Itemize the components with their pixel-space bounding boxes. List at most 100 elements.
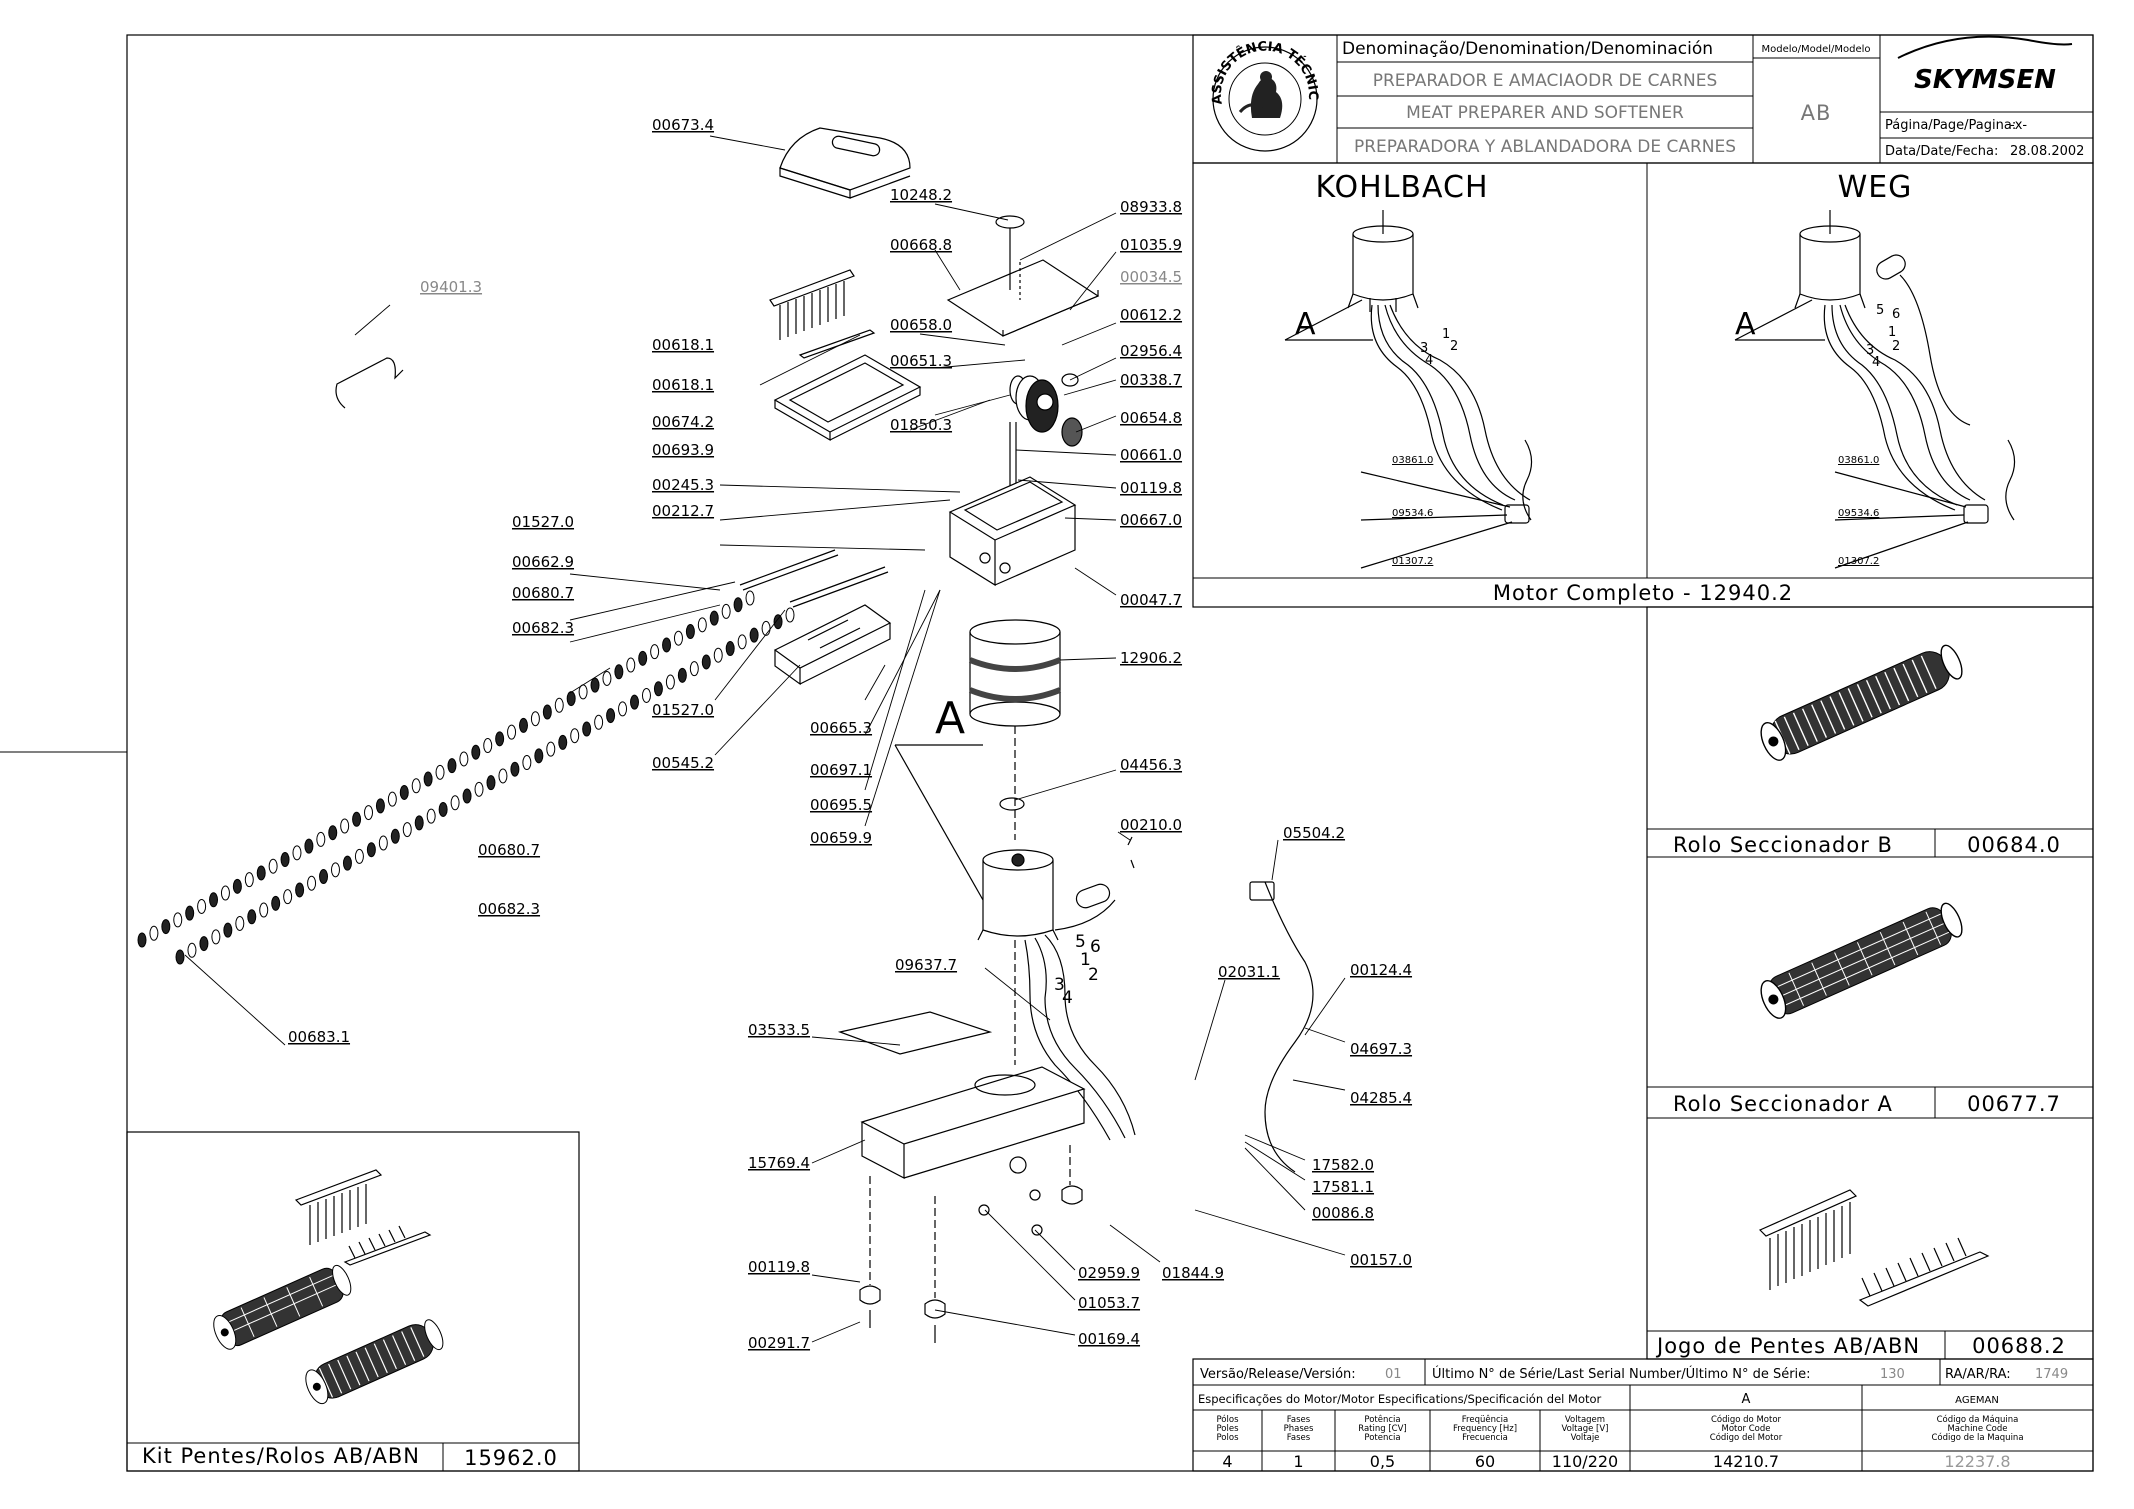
spec-col-header: Voltagem xyxy=(1565,1415,1605,1425)
roller-disc xyxy=(462,788,472,804)
roller-b-drawing xyxy=(1760,644,1963,761)
roller-disc xyxy=(161,919,171,935)
roller-disc xyxy=(387,791,397,807)
spec-col-value: 1 xyxy=(1293,1452,1303,1471)
spec-col-header: Frequency [Hz] xyxy=(1453,1424,1517,1434)
name-pt: PREPARADOR E AMACIAODR DE CARNES xyxy=(1373,71,1718,91)
footer-table: Versão/Release/Versión: 01 Último N° de … xyxy=(1192,1358,2094,1472)
part-label-01850-3: 01850.3 xyxy=(890,416,952,434)
roller-disc xyxy=(328,825,338,841)
roller-disc xyxy=(342,855,352,871)
roller-disc xyxy=(366,842,376,858)
part-label-04697-3: 04697.3 xyxy=(1350,1040,1412,1058)
part-label-05504-2: 05504.2 xyxy=(1283,824,1345,842)
roller-disc xyxy=(721,603,731,619)
part-label-01053-7: 01053.7 xyxy=(1078,1294,1140,1312)
spec-col-header: Código do Motor xyxy=(1711,1414,1782,1425)
roller-disc xyxy=(220,885,230,901)
spec-col-header: Phases xyxy=(1284,1424,1314,1434)
part-label-00119-8: 00119.8 xyxy=(1120,479,1182,497)
roller-disc xyxy=(749,627,759,643)
spec-col-header: Pólos xyxy=(1216,1414,1239,1425)
part-label-17582-0: 17582.0 xyxy=(1312,1156,1374,1174)
part-label-00124-4: 00124.4 xyxy=(1350,961,1412,979)
roller-disc xyxy=(247,909,257,925)
roller-disc xyxy=(689,661,699,677)
roller-disc xyxy=(630,694,640,710)
roller-disc xyxy=(340,818,350,834)
roller-disc xyxy=(745,590,755,606)
motor-right-wire-6: 6 xyxy=(1892,307,1900,322)
motor-right-part-1: 03861.0 xyxy=(1838,455,1879,466)
spec-col-value: 12237.8 xyxy=(1944,1452,2010,1471)
roller-disc xyxy=(450,795,460,811)
part-label-00654-8: 00654.8 xyxy=(1120,409,1182,427)
page-value: -x- xyxy=(2010,118,2027,133)
roller-disc xyxy=(701,654,711,670)
roller-disc xyxy=(677,667,687,683)
name-es: PREPARADORA Y ABLANDADORA DE CARNES xyxy=(1354,137,1736,157)
part-label-00618-1: 00618.1 xyxy=(652,376,714,394)
roller-disc xyxy=(590,677,600,693)
roller-disc xyxy=(426,808,436,824)
motor-right-wire-4: 4 xyxy=(1872,355,1880,370)
part-label-00680-7: 00680.7 xyxy=(478,841,540,859)
part-label-00545-2: 00545.2 xyxy=(652,754,714,772)
spec-col-header: Voltage [V] xyxy=(1561,1424,1608,1434)
spec-col-header: Fases xyxy=(1287,1433,1311,1443)
motor-weg-drawing xyxy=(1734,210,2016,569)
part-label-00119-8: 00119.8 xyxy=(748,1258,810,1276)
roller-disc xyxy=(582,721,592,737)
roller-disc xyxy=(546,741,556,757)
roller-disc xyxy=(319,869,329,885)
spec-col-header: Polos xyxy=(1216,1433,1239,1443)
roller-disc xyxy=(570,728,580,744)
spec-col-header: Código del Motor xyxy=(1710,1432,1783,1443)
main-wire-number: 3 xyxy=(1054,975,1065,995)
main-wire-number: 6 xyxy=(1090,937,1101,957)
part-label-00612-2: 00612.2 xyxy=(1120,306,1182,324)
main-wire-number: 2 xyxy=(1088,965,1099,985)
roller-disc xyxy=(352,811,362,827)
roller-disc xyxy=(209,892,219,908)
part-label-00651-3: 00651.3 xyxy=(890,352,952,370)
roller-disc xyxy=(423,771,433,787)
roller-disc xyxy=(235,915,245,931)
roller-disc xyxy=(295,882,305,898)
kit-roller-2 xyxy=(305,1319,444,1405)
roller-disc xyxy=(713,647,723,663)
roller-disc xyxy=(737,634,747,650)
motor-spec-label: Especificações do Motor/Motor Especifica… xyxy=(1198,1392,1602,1406)
part-label-00683-1: 00683.1 xyxy=(288,1028,350,1046)
motor-right-wire-3: 3 xyxy=(1866,343,1874,358)
motor-panel: KOHLBACH WEG Motor Completo - 12940.2 A … xyxy=(1192,162,2094,608)
panel-b-name: Rolo Seccionador B xyxy=(1673,833,1893,857)
roller-disc xyxy=(435,764,445,780)
part-label-00169-4: 00169.4 xyxy=(1078,1330,1140,1348)
part-label-08933-8: 08933.8 xyxy=(1120,198,1182,216)
roller-disc xyxy=(268,858,278,874)
panel-b-code: 00684.0 xyxy=(1967,833,2061,857)
spec-col-header: Código de la Maquina xyxy=(1931,1432,2023,1443)
part-label-10248-2: 10248.2 xyxy=(890,186,952,204)
roller-disc xyxy=(641,687,651,703)
part-label-00658-0: 00658.0 xyxy=(890,316,952,334)
model-value: AB xyxy=(1801,101,1832,125)
motor-right-wire-5: 5 xyxy=(1876,303,1884,318)
roller-disc xyxy=(697,617,707,633)
spec-col-header: Voltaje xyxy=(1571,1433,1600,1443)
roller-disc xyxy=(173,912,183,928)
roller-disc xyxy=(614,664,624,680)
roller-disc xyxy=(510,761,520,777)
part-label-00673-4: 00673.4 xyxy=(652,116,714,134)
roller-disc xyxy=(785,607,795,623)
part-label-17581-1: 17581.1 xyxy=(1312,1178,1374,1196)
motor-kohlbach-drawing xyxy=(1284,210,1533,569)
part-label-00665-3: 00665.3 xyxy=(810,719,872,737)
roller-disc xyxy=(187,942,197,958)
part-label-00693-9: 00693.9 xyxy=(652,441,714,459)
roller-disc xyxy=(232,878,242,894)
part-label-00291-7: 00291.7 xyxy=(748,1334,810,1352)
roller-disc xyxy=(638,650,648,666)
